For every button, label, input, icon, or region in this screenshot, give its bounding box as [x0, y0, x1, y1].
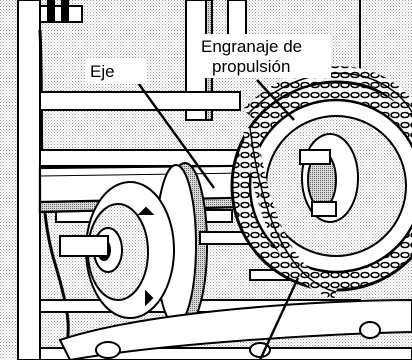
label-engranaje-line1: Engranaje de [201, 37, 302, 56]
label-engranaje: Engranaje de propulsión [195, 34, 331, 78]
label-eje-text: Eje [90, 62, 115, 81]
base-foot [58, 298, 412, 360]
label-eje: Eje [85, 58, 147, 84]
label-engranaje-line2: propulsión [212, 57, 290, 76]
clutch-assembly [59, 162, 208, 328]
leader-lines [135, 79, 300, 360]
